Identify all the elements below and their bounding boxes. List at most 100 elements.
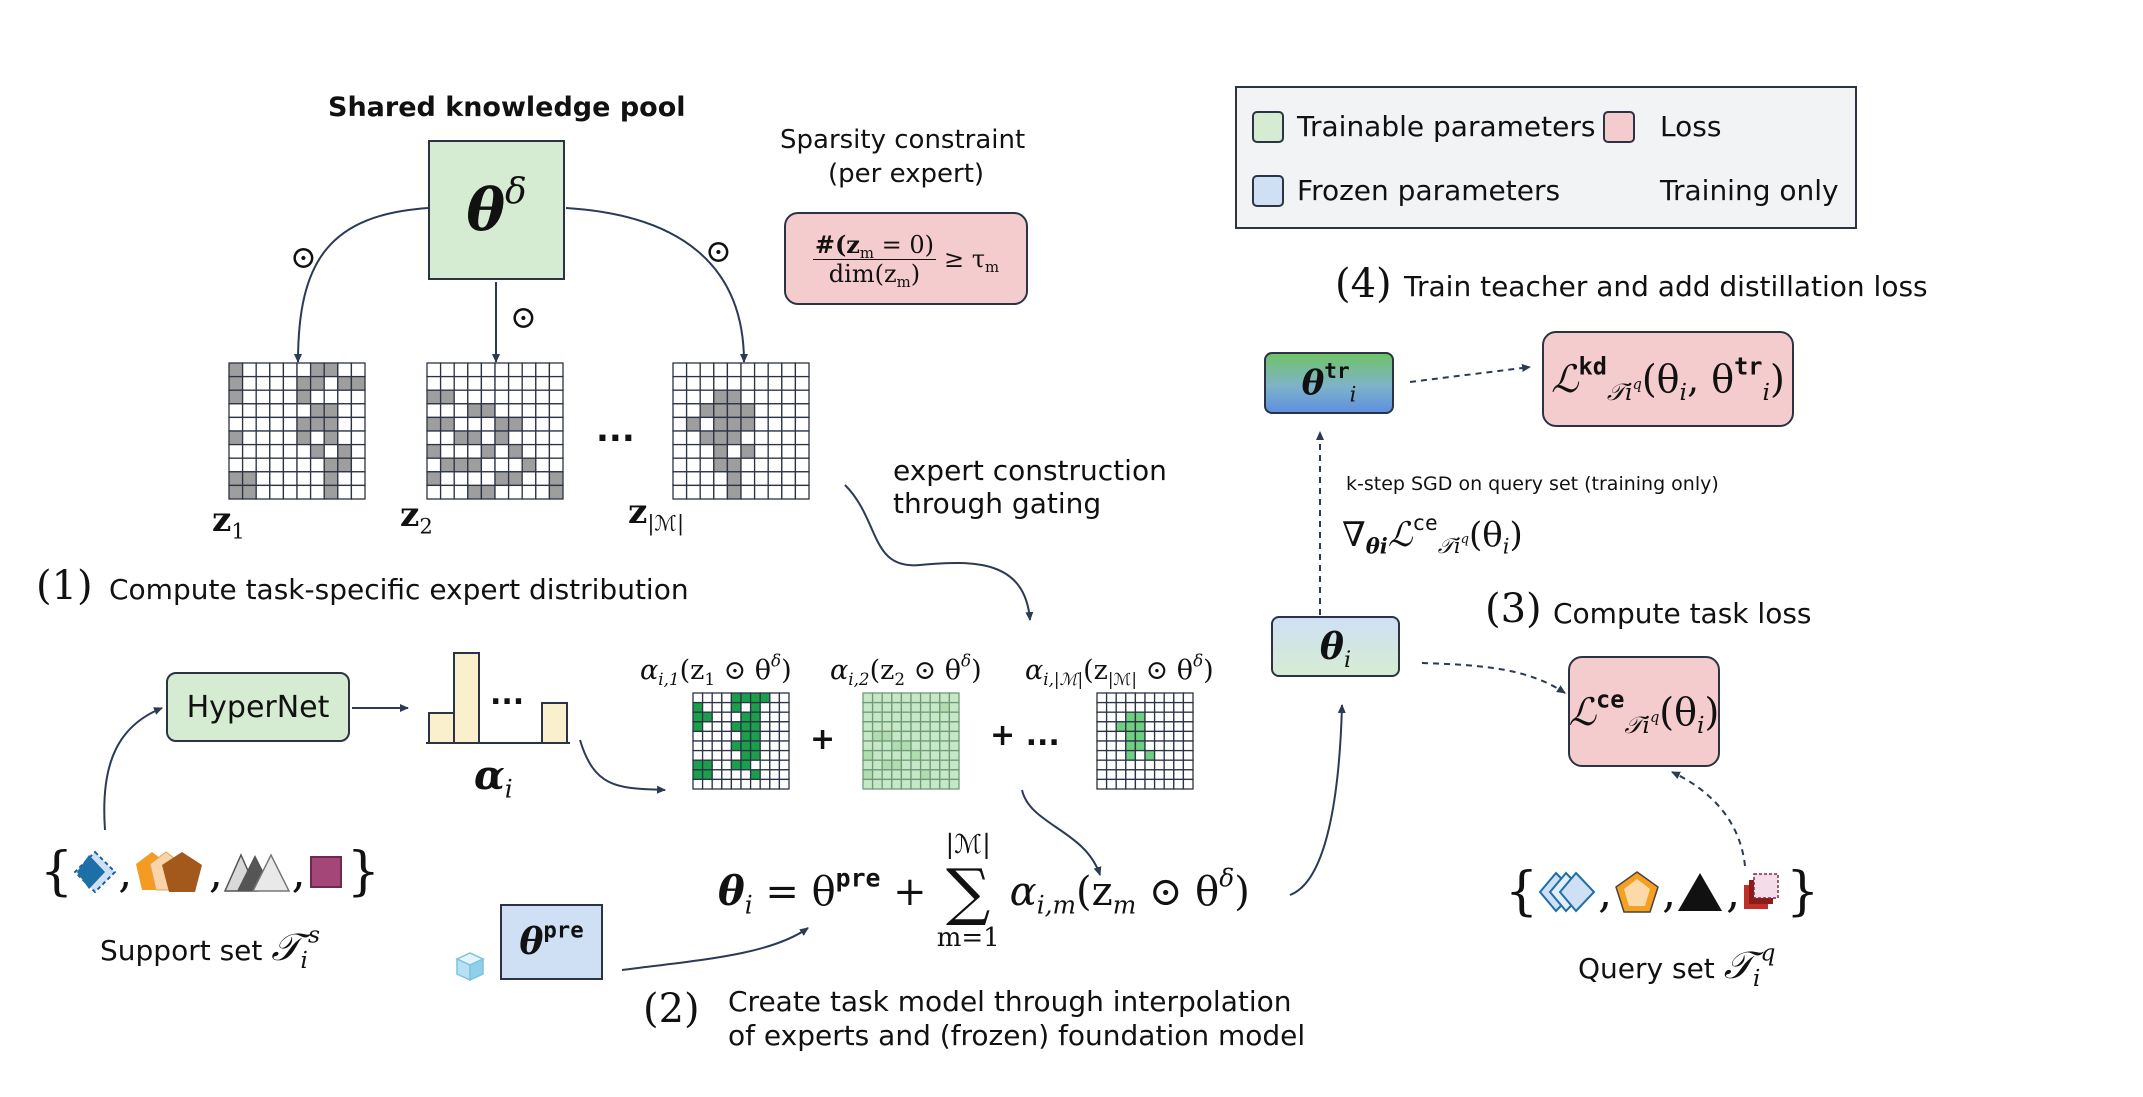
- mask-zm-cell: [699, 389, 715, 405]
- mask-z1-cell: [337, 362, 353, 378]
- mask-z2-cell: [480, 430, 496, 446]
- expert-2-cell: [862, 778, 874, 790]
- sum-sign: ∑: [946, 855, 991, 929]
- mask-z2-cell: [494, 457, 510, 473]
- mask-zm-cell: [713, 389, 729, 405]
- expert-m-cell: [1153, 701, 1165, 713]
- expert-1-cell: [749, 701, 761, 713]
- expert-m-cell: [1096, 769, 1108, 781]
- mask-zm-cell: [753, 362, 769, 378]
- mask-z1-cell: [309, 389, 325, 405]
- expert-2-cell: [910, 730, 922, 742]
- expert-plus-1: +: [810, 722, 836, 757]
- sgd-gradient: ∇θiℒce𝒯iq(θi): [1342, 510, 1523, 559]
- mask-z1-label: z1: [212, 500, 245, 544]
- hadamard-left: ⊙: [290, 238, 317, 276]
- expert-2-cell: [929, 730, 941, 742]
- expert-m-cell: [1173, 711, 1185, 723]
- mask-z2-cell: [453, 457, 469, 473]
- mask-z2-cell: [439, 416, 455, 432]
- mask-z1-cell: [228, 375, 244, 391]
- mask-z2-cell: [453, 443, 469, 459]
- sum-lower: m=1: [936, 923, 1000, 954]
- mask-z2-cell: [480, 362, 496, 378]
- query-label: Query set 𝒯iq: [1578, 938, 1776, 993]
- expert-m-cell: [1096, 721, 1108, 733]
- mask-zm-cell: [794, 430, 810, 446]
- mask-z1-cell: [350, 443, 366, 459]
- expert-m-cell: [1115, 692, 1127, 704]
- expert-m-cell: [1153, 759, 1165, 771]
- mask-zm-cell: [753, 389, 769, 405]
- mask-zm-cell: [713, 416, 729, 432]
- expert-m-cell: [1105, 701, 1117, 713]
- expert-m-cell: [1182, 730, 1194, 742]
- expert-m-cell: [1125, 721, 1137, 733]
- support-set-icons: { , , , }: [40, 842, 380, 902]
- expert-2-cell: [919, 701, 931, 713]
- expert-1-cell: [769, 740, 781, 752]
- mask-z1-cell: [255, 416, 271, 432]
- mask-z1-cell: [269, 389, 285, 405]
- mask-zm-cell: [740, 443, 756, 459]
- legend-trainable-swatch: [1252, 111, 1284, 143]
- support-square-icon: [309, 856, 342, 888]
- mask-zm-cell: [672, 443, 688, 459]
- mask-z1-cell: [296, 362, 312, 378]
- mask-zm-cell: [685, 471, 701, 487]
- mask-z2-cell: [494, 471, 510, 487]
- expert-2-cell: [948, 730, 960, 742]
- expert-1-cell: [711, 778, 723, 790]
- expert-1-cell: [721, 778, 733, 790]
- mask-zm-cell: [713, 375, 729, 391]
- mask-z1-cell: [309, 416, 325, 432]
- expert-1-cell: [740, 778, 752, 790]
- expert-1-cell: [730, 721, 742, 733]
- expert-2-cell: [929, 778, 941, 790]
- expert-m-cell: [1173, 730, 1185, 742]
- mask-zm-cell: [767, 457, 783, 473]
- mask-z1-cell: [282, 416, 298, 432]
- expert-1-cell: [692, 749, 704, 761]
- mask-z1-cell: [296, 471, 312, 487]
- expert-2-cell: [948, 740, 960, 752]
- mask-z2-cell: [521, 389, 537, 405]
- expert-2-cell: [919, 778, 931, 790]
- mask-z1-cell: [350, 430, 366, 446]
- expert-2-cell: [929, 749, 941, 761]
- mask-z2-cell: [467, 443, 483, 459]
- support-label: Support set 𝒯is: [100, 920, 321, 975]
- mask-zm-cell: [740, 403, 756, 419]
- mask-zm-cell: [672, 362, 688, 378]
- mask-zm-cell: [753, 443, 769, 459]
- mask-z1-cell: [350, 389, 366, 405]
- mask-z2-cell: [426, 430, 442, 446]
- support-triangle-icon: [223, 853, 291, 892]
- expert-1-cell: [721, 711, 733, 723]
- expert-2-cell: [900, 749, 912, 761]
- ce-loss-box: ℒce𝒯iq(θi): [1568, 656, 1720, 767]
- mask-zm-cell: [726, 416, 742, 432]
- sum-upper: |ℳ|: [945, 830, 991, 860]
- mask-zm-cell: [713, 403, 729, 419]
- mask-z1-cell: [269, 484, 285, 500]
- theta-delta-sup: δ: [505, 171, 527, 213]
- expert-2-cell: [862, 740, 874, 752]
- step2-line2: of experts and (frozen) foundation model: [728, 1019, 1306, 1052]
- hadamard-mid: ⊙: [510, 298, 537, 336]
- mask-z1-cell: [241, 362, 257, 378]
- expert-1-cell: [749, 759, 761, 771]
- mask-z2-cell: [480, 484, 496, 500]
- mask-zm-cell: [767, 362, 783, 378]
- expert-2-cell: [910, 692, 922, 704]
- mask-zm-cell: [753, 484, 769, 500]
- mask-zm-cell: [685, 362, 701, 378]
- mask-z2-cell: [480, 375, 496, 391]
- expert-2-cell: [891, 749, 903, 761]
- sparsity-title-1: Sparsity constraint: [780, 125, 1026, 155]
- expert-m-cell: [1125, 701, 1137, 713]
- mask-z2-cell: [535, 443, 551, 459]
- query-set-icons: { , , , }: [1505, 862, 1820, 922]
- mask-z2-cell: [535, 375, 551, 391]
- expert-1-cell: [692, 721, 704, 733]
